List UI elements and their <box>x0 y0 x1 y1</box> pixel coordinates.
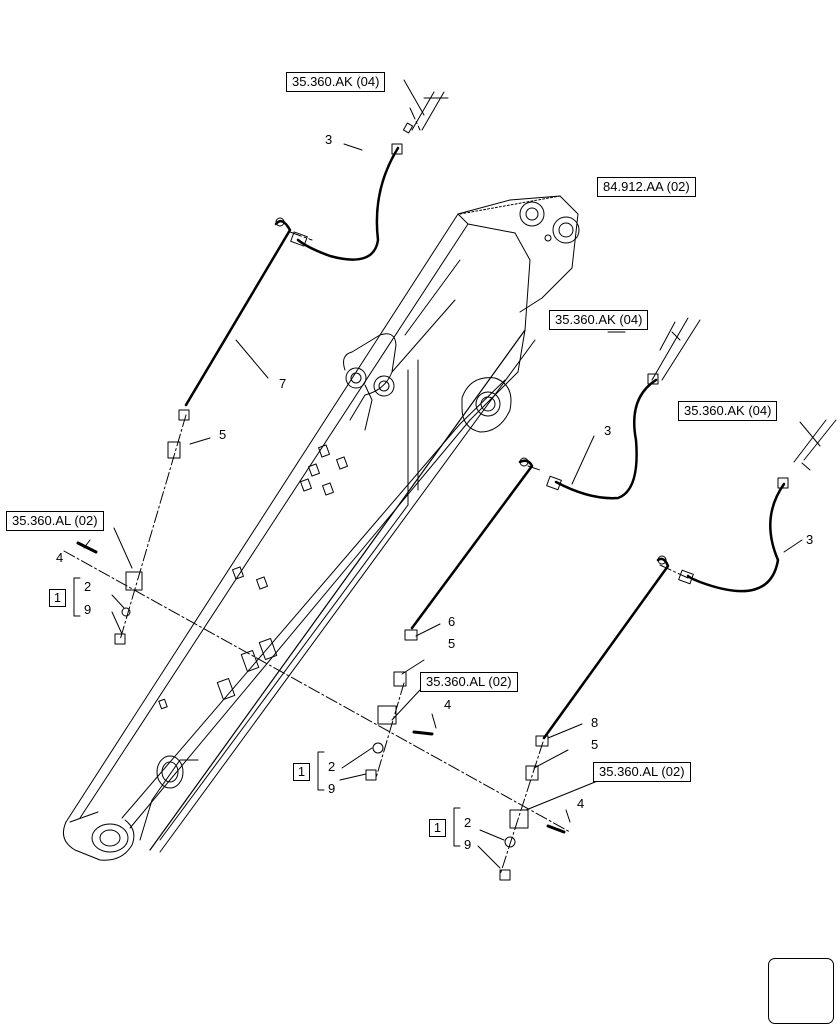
callout-2-mid: 2 <box>328 759 336 774</box>
callout-5-mid: 5 <box>448 636 456 651</box>
center-lines <box>63 107 811 876</box>
ref-box-aa[interactable]: 84.912.AA (02) <box>597 177 696 197</box>
ref-box-ak-mid[interactable]: 35.360.AK (04) <box>549 310 649 330</box>
navigation-button[interactable] <box>768 958 834 1024</box>
callout-3-mid: 3 <box>604 423 612 438</box>
callout-3-top: 3 <box>325 132 333 147</box>
ref-box-al-left[interactable]: 35.360.AL (02) <box>6 511 104 531</box>
callout-4-mid: 4 <box>444 697 452 712</box>
callout-7: 7 <box>279 376 287 391</box>
callout-5-left: 5 <box>219 427 227 442</box>
callout-9-mid: 9 <box>328 781 336 796</box>
ref-box-ak-right[interactable]: 35.360.AK (04) <box>678 401 778 421</box>
callout-3-right: 3 <box>806 532 814 547</box>
callout-8: 8 <box>591 715 599 730</box>
group-1-right: 1 <box>429 819 446 837</box>
group-1-mid: 1 <box>293 763 310 781</box>
group-brackets <box>73 577 461 847</box>
boom-hydraulic-diagram <box>63 79 837 1000</box>
callout-6: 6 <box>448 614 456 629</box>
callout-9-left: 9 <box>84 602 92 617</box>
callout-5-right: 5 <box>591 737 599 752</box>
ref-box-al-mid[interactable]: 35.360.AL (02) <box>420 672 518 692</box>
top-hose-assembly <box>76 79 449 645</box>
callout-4-right: 4 <box>577 796 585 811</box>
middle-hose-assembly <box>339 317 701 781</box>
callout-2-right: 2 <box>464 815 472 830</box>
callout-4-left: 4 <box>56 550 64 565</box>
ref-box-al-right[interactable]: 35.360.AL (02) <box>593 762 691 782</box>
right-hose-assembly <box>477 419 837 881</box>
ref-box-ak-top[interactable]: 35.360.AK (04) <box>286 72 386 92</box>
group-1-left: 1 <box>49 589 66 607</box>
boom-arm <box>63 195 580 861</box>
callout-2-left: 2 <box>84 579 92 594</box>
callout-9-right: 9 <box>464 837 472 852</box>
